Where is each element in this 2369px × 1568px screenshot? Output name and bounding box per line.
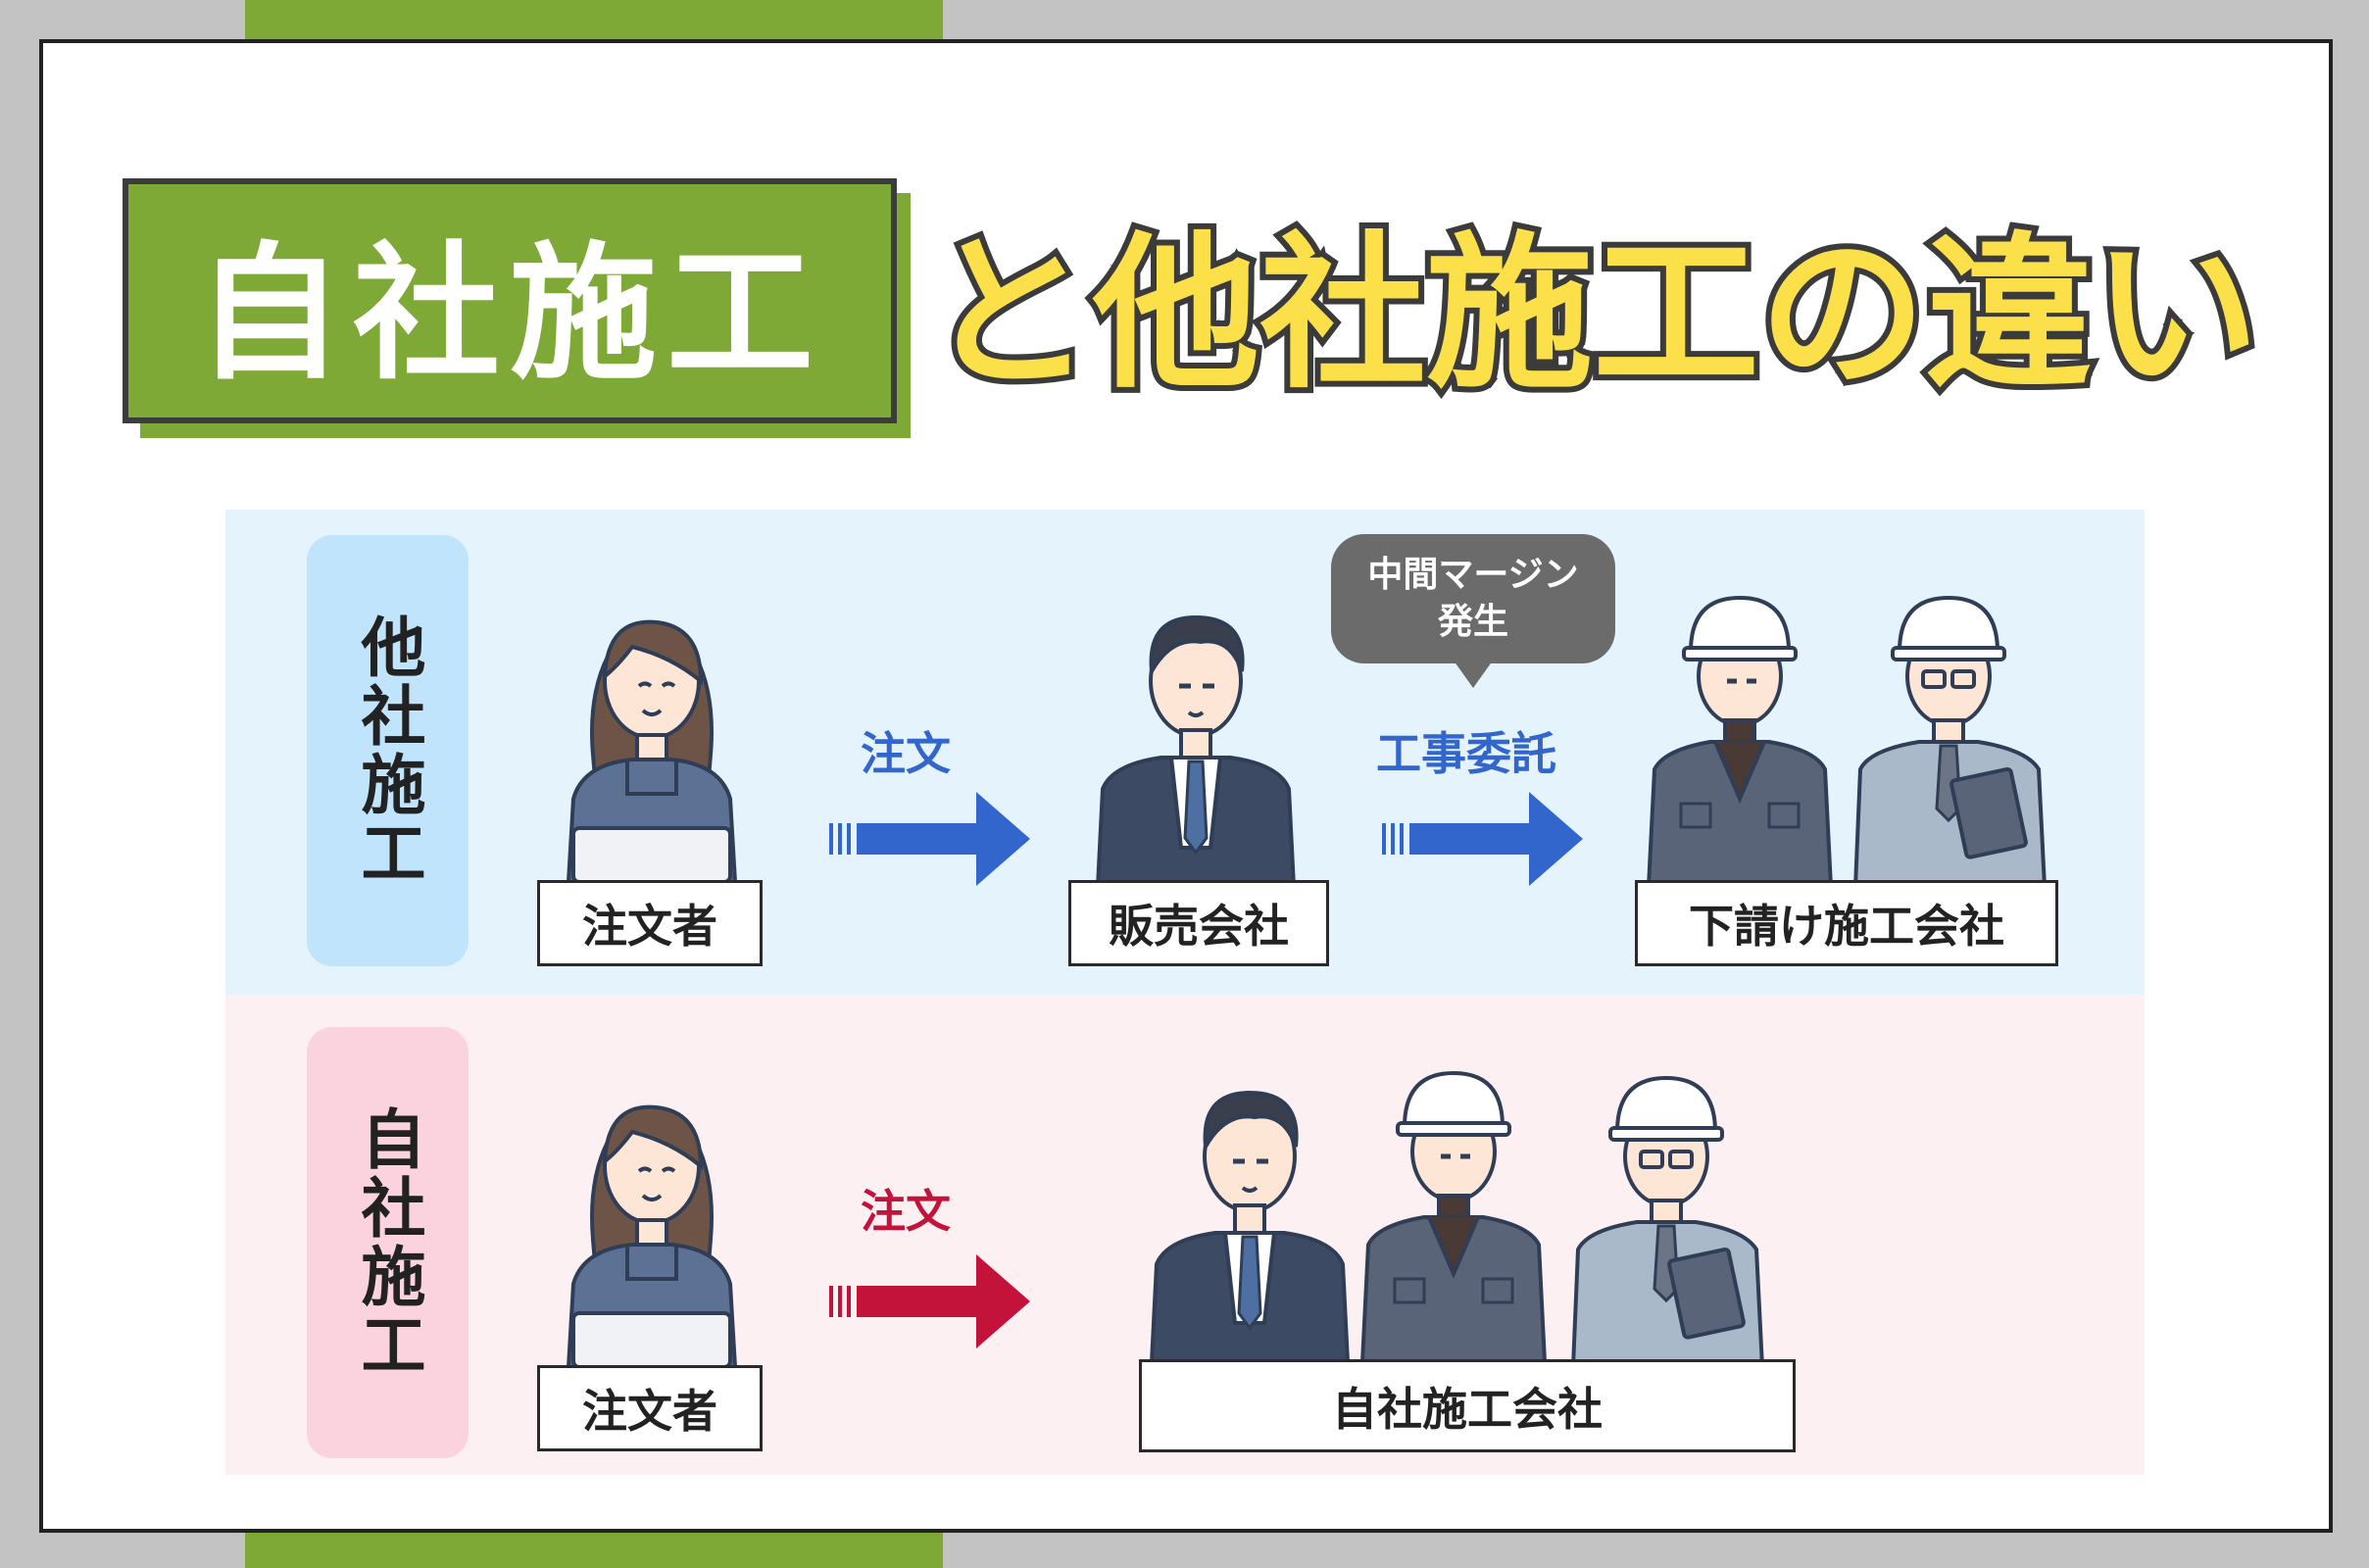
customer-woman-illustration-2 (566, 1104, 738, 1367)
own-company-side-label-text: 自社施工 (350, 1105, 426, 1380)
decorative-stripe-top (245, 0, 943, 39)
other-company-side-label: 他社施工 (307, 535, 469, 966)
own-order-arrow-icon (829, 1254, 1030, 1348)
construction-delegation-arrow-icon (1382, 792, 1583, 886)
subcontractor-caption: 下請け施工会社 (1635, 880, 2058, 966)
own-customer-caption: 注文者 (537, 1365, 763, 1451)
own-company-caption: 自社施工会社 (1139, 1359, 1796, 1452)
worker-glasses-illustration (1852, 595, 2048, 887)
customer-woman-illustration (566, 619, 738, 882)
other-order-arrow-icon (829, 792, 1030, 886)
margin-speech-bubble: 中間マージン 発生 (1331, 534, 1615, 663)
title-highlight-text: 自社施工 (195, 228, 823, 400)
title-rest-text: と他社施工の違い (920, 212, 2265, 417)
bubble-line-1: 中間マージン (1367, 555, 1579, 595)
decorative-stripe-bottom (245, 1529, 943, 1568)
title-highlight-box (123, 178, 897, 423)
other-company-side-label-text: 他社施工 (350, 613, 426, 888)
bubble-line-2: 発生 (1437, 602, 1508, 642)
worker-helmet-illustration (1647, 595, 1833, 887)
sales-man-illustration (1095, 614, 1297, 887)
own-worker-glasses-illustration (1570, 1075, 1765, 1367)
seller-caption: 販売会社 (1068, 880, 1329, 966)
own-order-arrow-label: 注文 (861, 1185, 951, 1238)
bubble-tail-icon (1454, 661, 1493, 688)
own-company-side-label: 自社施工 (307, 1027, 469, 1458)
other-order-arrow-label: 注文 (861, 727, 951, 780)
own-sales-man-illustration (1149, 1090, 1351, 1362)
other-customer-caption: 注文者 (537, 880, 763, 966)
construction-delegation-arrow-label: 工事委託 (1376, 727, 1556, 780)
own-worker-helmet-illustration (1360, 1070, 1547, 1362)
